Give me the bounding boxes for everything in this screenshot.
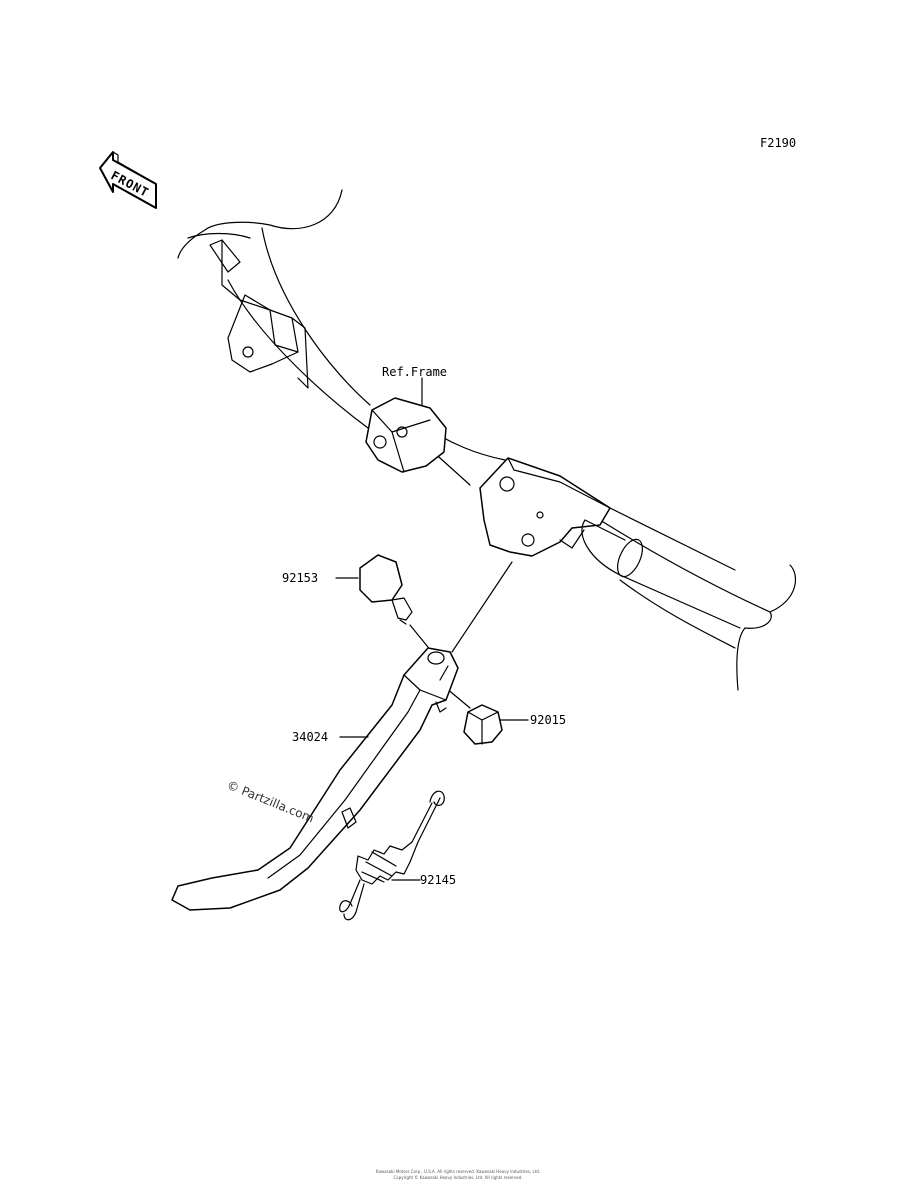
- nut-92015: [445, 687, 503, 745]
- ref-frame-label: Ref.Frame: [382, 365, 447, 379]
- spring-label: 92145: [420, 873, 456, 887]
- figure-code: F2190: [760, 136, 796, 150]
- side-stand-34024: [171, 647, 459, 911]
- nut-label: 92015: [530, 713, 566, 727]
- upper-frame-bracket: [209, 239, 309, 389]
- spring-92145: [339, 790, 445, 921]
- bolt-label: 92153: [282, 571, 318, 585]
- watermark-text: © Partzilla.com: [225, 778, 316, 826]
- front-arrow-icon: FRONT: [99, 151, 157, 209]
- frame-outline: [177, 189, 797, 691]
- side-stand-label: 34024: [292, 730, 328, 744]
- frame-boss: [365, 397, 447, 473]
- footer-line-1: Kawasaki Motors Corp., U.S.A. All rights…: [376, 1169, 540, 1174]
- bolt-92153: [359, 554, 433, 653]
- footer-line-2: Copyright © Kawasaki Heavy Industries, L…: [394, 1175, 523, 1180]
- frame-tube: [581, 507, 741, 629]
- stand-mount-plate: [479, 457, 611, 557]
